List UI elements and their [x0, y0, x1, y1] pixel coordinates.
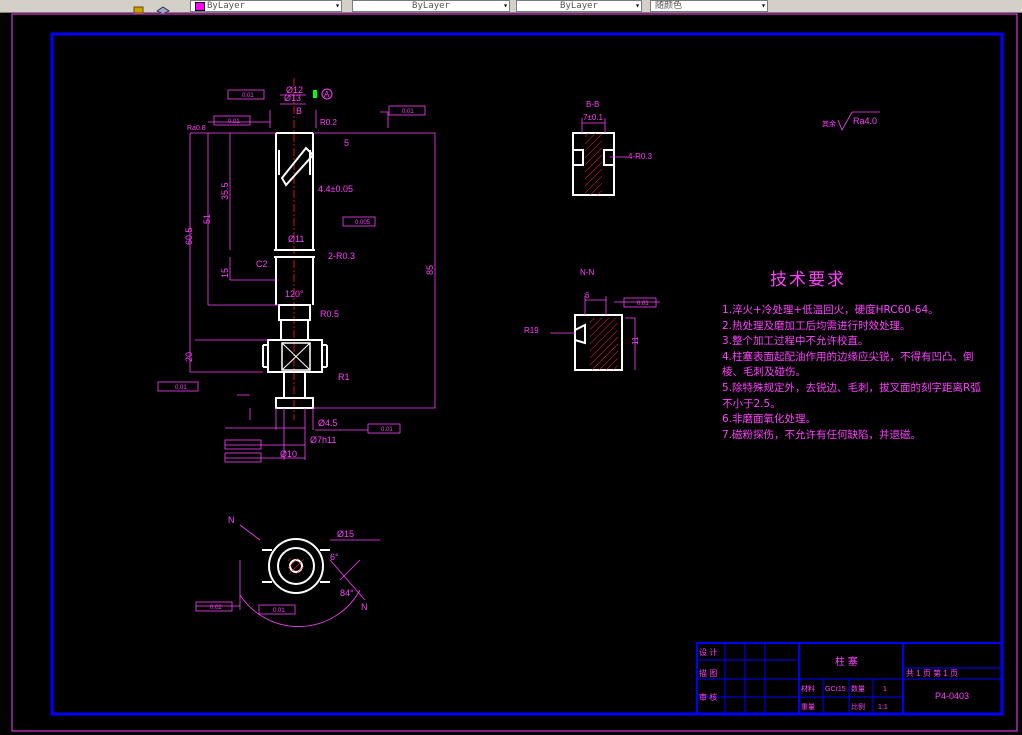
dim-d12: Ø12: [286, 85, 303, 95]
tb-material: GCr15: [825, 686, 846, 693]
color-dropdown[interactable]: ByLayer ▾: [190, 0, 342, 12]
linetype-value: ByLayer: [412, 1, 450, 11]
tech-item: 1.淬火+冷处理+低温回火，硬度HRC60-64。: [722, 304, 939, 316]
color-swatch: [195, 2, 205, 11]
tol-cylindricity: 0.01: [242, 93, 254, 99]
title-block: [696, 642, 1003, 715]
tech-requirements-list: 1.淬火+冷处理+低温回火，硬度HRC60-64。 2.热处理及磨加工后均需进行…: [722, 303, 982, 443]
tech-item: 4.柱塞表面起配油作用的边缘应尖锐，不得有凹凸、倒棱、毛刺及碰伤。: [722, 350, 974, 379]
section-bb-width: 7±0.1: [583, 113, 604, 122]
dim-355: 35.5: [220, 182, 230, 200]
chevron-down-icon[interactable]: ▾: [503, 1, 508, 10]
outer-sheet-border: [11, 13, 1018, 732]
section-nn-dim6: 6: [585, 291, 590, 300]
color-value: ByLayer: [207, 1, 245, 11]
dim-44: 4.4±0.05: [318, 184, 353, 194]
tech-item: 5.除特殊规定外，去锐边、毛刺，拔叉面的刻字距离R弧不小于2.5。: [722, 381, 981, 410]
dim-b: B: [296, 106, 302, 116]
dim-51: 51: [202, 214, 212, 224]
roughness-text: 其余: [822, 119, 836, 128]
bottom-d15: Ø15: [337, 529, 354, 539]
dim-d11: Ø11: [288, 234, 304, 244]
section-bb-label: B-B: [586, 100, 599, 109]
dim-20: 20: [184, 352, 194, 362]
dim-r03: 2-R0.3: [328, 251, 355, 261]
tol-parallel: 0.01: [402, 109, 414, 115]
section-nn-radius: R19: [524, 326, 539, 335]
tech-item: 6.非磨面氧化处理。: [722, 413, 817, 426]
tech-requirements-title: 技术要求: [770, 270, 846, 290]
dim-85: 85: [425, 265, 435, 275]
plotstyle-value: 随颜色: [655, 1, 683, 11]
tb-scale: 1:1: [878, 704, 888, 711]
tb-review: 审 核: [699, 692, 717, 702]
tol-perpendicular: 0.01: [228, 119, 240, 125]
tb-drawing: 描 图: [699, 668, 717, 678]
chevron-down-icon[interactable]: ▾: [761, 1, 766, 10]
bottom-angle84: 84°: [340, 588, 354, 598]
layer-icon[interactable]: [133, 0, 145, 14]
tb-design: 设 计: [699, 647, 717, 657]
bottom-tol-mid: 0.01: [273, 608, 285, 614]
tb-sheets: 共 1 页 第 1 页: [906, 668, 958, 678]
drawing-canvas[interactable]: A Ø12 Ø13 B R0.2 Ra0.8 0.01 0.01 0.01 5 …: [0, 12, 1022, 735]
dim-r05: R0.5: [320, 309, 339, 319]
section-bb: [572, 118, 628, 196]
lineweight-dropdown[interactable]: ByLayer ▾: [516, 0, 642, 12]
dim-d7: Ø7h11: [310, 435, 336, 445]
tb-scale-label: 比例: [851, 702, 865, 711]
section-nn-dim11: 11: [631, 336, 640, 345]
datum-label: A: [324, 90, 330, 99]
tol-0005: 0.005: [355, 220, 371, 226]
datum-marker: [313, 90, 317, 98]
dim-605: 60.5: [184, 227, 194, 245]
tb-part-name: 柱 塞: [835, 655, 858, 668]
tech-item: 7.磁粉探伤，不允许有任何缺陷，并退磁。: [722, 428, 922, 441]
bottom-angle6: 6°: [330, 552, 339, 562]
layer-stack-icon[interactable]: [156, 0, 170, 15]
inner-frame: [50, 32, 1004, 716]
bottom-n-bottom: N: [361, 602, 368, 612]
tb-weight-label: 重量: [801, 703, 815, 711]
tol-left-1: 0.01: [175, 385, 187, 391]
tech-item: 2.热处理及磨加工后均需进行时效处理。: [722, 319, 911, 332]
linetype-dropdown[interactable]: ByLayer ▾: [352, 0, 510, 12]
dim-ra08: Ra0.8: [187, 125, 206, 132]
section-nn-label: N-N: [580, 268, 594, 277]
tb-qty-label: 数量: [851, 684, 865, 693]
dim-d45: Ø4.5: [318, 418, 338, 428]
plotstyle-dropdown[interactable]: 随颜色 ▾: [650, 0, 768, 12]
section-nn: [550, 296, 660, 371]
tb-qty: 1: [883, 686, 887, 693]
bottom-view: [196, 524, 380, 627]
bottom-tol-left: 0.02: [210, 605, 222, 611]
tb-material-label: 材料: [801, 684, 815, 693]
chevron-down-icon[interactable]: ▾: [635, 1, 640, 10]
dim-d13: Ø13: [284, 93, 301, 103]
section-nn-tol: 0.01: [637, 301, 649, 307]
properties-toolbar: ByLayer ▾ ByLayer ▾ ByLayer ▾ 随颜色 ▾: [0, 0, 1022, 15]
dim-r1: R1: [338, 372, 350, 382]
dim-c2: C2: [256, 259, 268, 269]
tol-right-bottom: 0.01: [381, 427, 393, 433]
dim-15: 15: [220, 268, 230, 278]
bottom-n-top: N: [228, 515, 235, 525]
dim-5: 5: [344, 138, 349, 148]
tech-item: 3.整个加工过程中不允许校直。: [722, 335, 869, 348]
tb-drawing-no: P4-0403: [935, 691, 969, 701]
main-shaft-view: [189, 78, 436, 460]
chevron-down-icon[interactable]: ▾: [335, 1, 340, 10]
roughness-value: Ra4.0: [853, 116, 877, 126]
dim-r02: R0.2: [320, 118, 337, 127]
section-bb-radius: 4-R0.3: [628, 152, 653, 161]
dim-120: 120°: [285, 289, 304, 299]
lineweight-value: ByLayer: [560, 1, 598, 11]
dim-d10: Ø10: [280, 449, 297, 459]
